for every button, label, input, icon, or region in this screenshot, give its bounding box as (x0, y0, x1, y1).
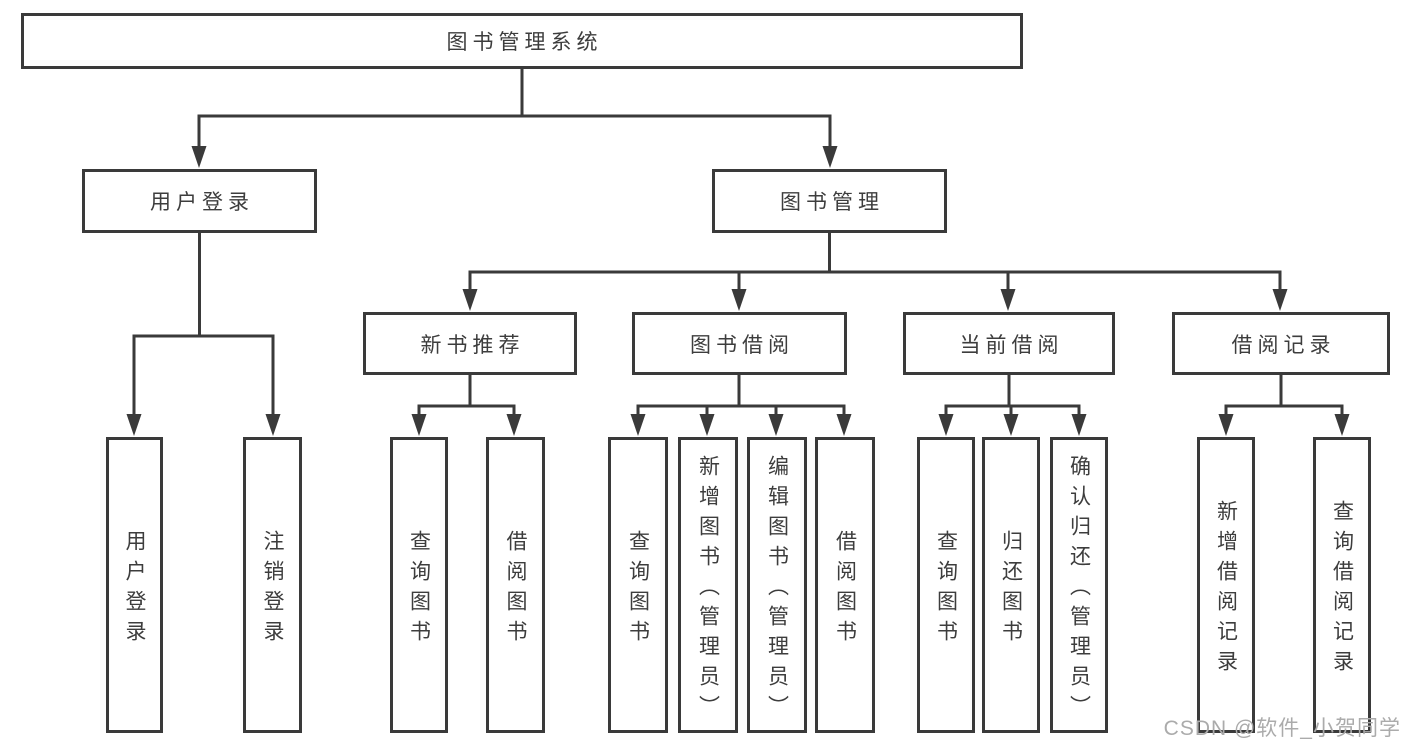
arrowhead (699, 414, 715, 436)
leaf-query-borrow-record: 查询借阅记录 (1313, 437, 1371, 733)
leaf-add-book-admin: 新增图书（管理员） (678, 437, 738, 733)
leaf-query-books-current: 查询图书 (917, 437, 975, 733)
arrowhead (506, 414, 522, 436)
arrowhead (938, 414, 954, 436)
arrowhead (731, 289, 747, 311)
node-borrow-records: 借阅记录 (1172, 312, 1390, 375)
arrowhead (1003, 414, 1019, 436)
node-new-book-recommend: 新书推荐 (363, 312, 577, 375)
leaf-borrow-books-borrow: 借阅图书 (815, 437, 875, 733)
node-user-login: 用户登录 (82, 169, 317, 233)
csdn-watermark: CSDN @软件_小贺同学 (1163, 717, 1401, 740)
leaf-borrow-books-recommend: 借阅图书 (486, 437, 545, 733)
leaf-add-borrow-record: 新增借阅记录 (1197, 437, 1255, 733)
arrowhead (1000, 289, 1016, 311)
arrowhead (411, 414, 427, 436)
arrowhead (265, 414, 281, 436)
node-book-management: 图书管理 (712, 169, 947, 233)
connector-paths (132, 69, 1344, 417)
arrowhead (836, 414, 852, 436)
arrowhead (1334, 414, 1350, 436)
leaf-confirm-return-admin: 确认归还（管理员） (1050, 437, 1108, 733)
leaf-logout-login: 注销登录 (243, 437, 302, 733)
arrowhead (768, 414, 784, 436)
leaf-user-login: 用户登录 (106, 437, 163, 733)
leaf-return-books: 归还图书 (982, 437, 1040, 733)
leaf-query-books-borrow: 查询图书 (608, 437, 668, 733)
arrowhead (1218, 414, 1234, 436)
arrowhead (822, 146, 838, 168)
arrowhead (630, 414, 646, 436)
node-root: 图书管理系统 (21, 13, 1023, 69)
node-current-borrow: 当前借阅 (903, 312, 1115, 375)
leaf-query-books-recommend: 查询图书 (390, 437, 448, 733)
arrowhead (191, 146, 207, 168)
arrowhead (1272, 289, 1288, 311)
arrowhead (126, 414, 142, 436)
node-book-borrow: 图书借阅 (632, 312, 847, 375)
arrowhead (1071, 414, 1087, 436)
leaf-edit-book-admin: 编辑图书（管理员） (747, 437, 807, 733)
arrowhead (462, 289, 478, 311)
